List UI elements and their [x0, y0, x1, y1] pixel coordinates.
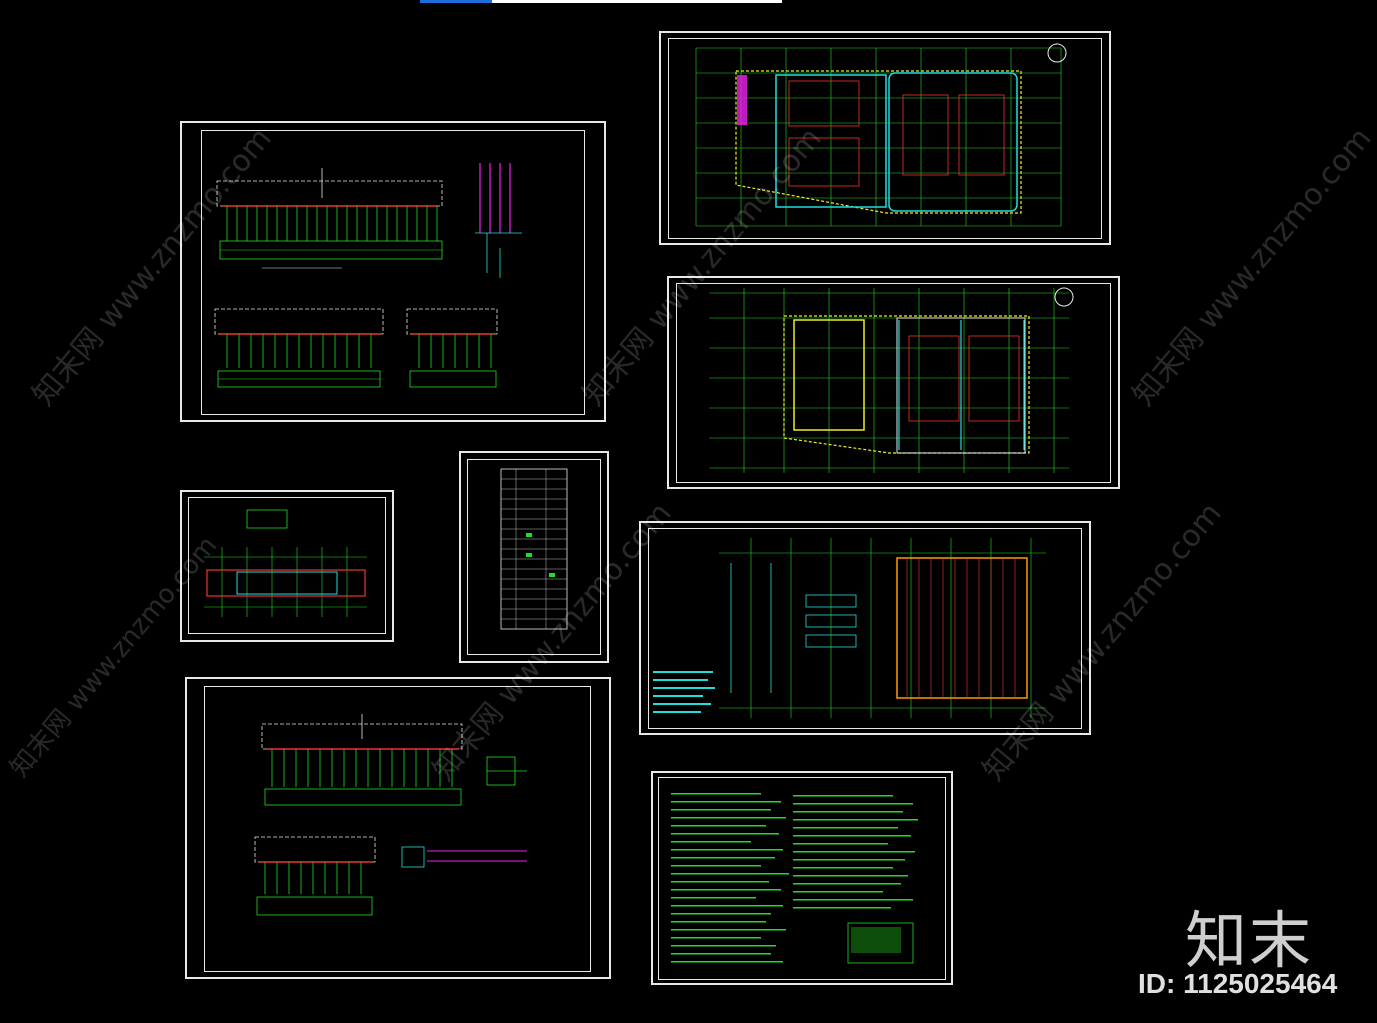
watermark-text: 知末网 www.znzmo.com: [1126, 121, 1377, 413]
design-notes-drawing: [671, 793, 918, 964]
sheet-design-notes[interactable]: [651, 771, 953, 985]
small-plan-drawing: [204, 509, 367, 617]
roof-plan-drawing: [653, 538, 1046, 718]
sheet-small-plan[interactable]: [180, 490, 394, 642]
sheet-distribution-diagram-2[interactable]: [185, 677, 611, 979]
sheet-distribution-diagram-1[interactable]: [180, 121, 606, 422]
distribution-diagram-2-drawing: [254, 714, 527, 916]
distribution-diagram-1-drawing: [214, 163, 522, 388]
active-tab-indicator: [420, 0, 492, 3]
sheet-roof-plan[interactable]: [639, 521, 1091, 735]
sheet-floor-plan-1[interactable]: [659, 31, 1111, 245]
floor-plan-2-drawing: [709, 287, 1074, 473]
sheet-floor-plan-2[interactable]: [667, 276, 1120, 489]
image-id-label: ID: 1125025464: [1138, 968, 1338, 999]
top-toolbar-strip: [420, 0, 782, 3]
floor-plan-1-drawing: [695, 43, 1067, 227]
sheet-legend-table[interactable]: [459, 451, 609, 663]
legend-table-drawing: [500, 468, 568, 630]
brand-logo: 知末: [1185, 904, 1314, 977]
